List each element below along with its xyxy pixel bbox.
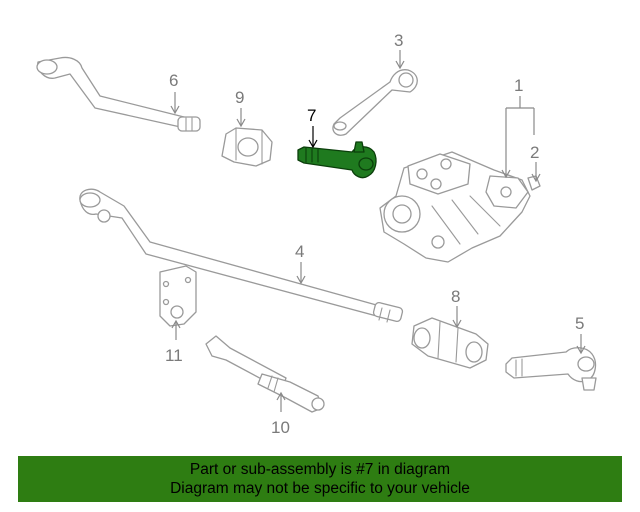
part-10-steering-damper[interactable] xyxy=(205,335,325,413)
part-7-tie-rod-end[interactable] xyxy=(297,141,377,179)
callout-4[interactable]: 4 xyxy=(295,242,304,261)
callout-9[interactable]: 9 xyxy=(235,88,244,107)
banner-line-2: Diagram may not be specific to your vehi… xyxy=(170,480,470,497)
parts-diagram: 6 9 3 7 1 xyxy=(36,31,597,437)
part-4-center-link[interactable] xyxy=(79,188,404,323)
banner-line-1: Part or sub-assembly is #7 in diagram xyxy=(189,461,451,478)
callout-7[interactable]: 7 xyxy=(307,106,316,125)
callout-5[interactable]: 5 xyxy=(575,314,584,333)
part-1-steering-gear[interactable] xyxy=(379,151,531,263)
callout-11[interactable]: 11 xyxy=(165,346,183,365)
part-6-tie-rod-end[interactable] xyxy=(36,56,201,132)
leader-1 xyxy=(505,96,535,176)
part-11-bracket[interactable] xyxy=(159,265,197,327)
part-8-adjuster[interactable] xyxy=(411,317,489,369)
part-5-tie-rod-end[interactable] xyxy=(505,347,597,391)
callout-6[interactable]: 6 xyxy=(169,71,178,90)
part-9-bushing[interactable] xyxy=(221,127,273,167)
callout-10[interactable]: 10 xyxy=(271,418,290,437)
info-banner: Part or sub-assembly is #7 in diagram Di… xyxy=(18,456,622,502)
callout-8[interactable]: 8 xyxy=(451,287,460,306)
callout-3[interactable]: 3 xyxy=(394,31,403,50)
part-3-pitman-arm[interactable] xyxy=(332,69,418,136)
callout-1[interactable]: 1 xyxy=(514,76,523,95)
callout-2[interactable]: 2 xyxy=(530,143,539,162)
